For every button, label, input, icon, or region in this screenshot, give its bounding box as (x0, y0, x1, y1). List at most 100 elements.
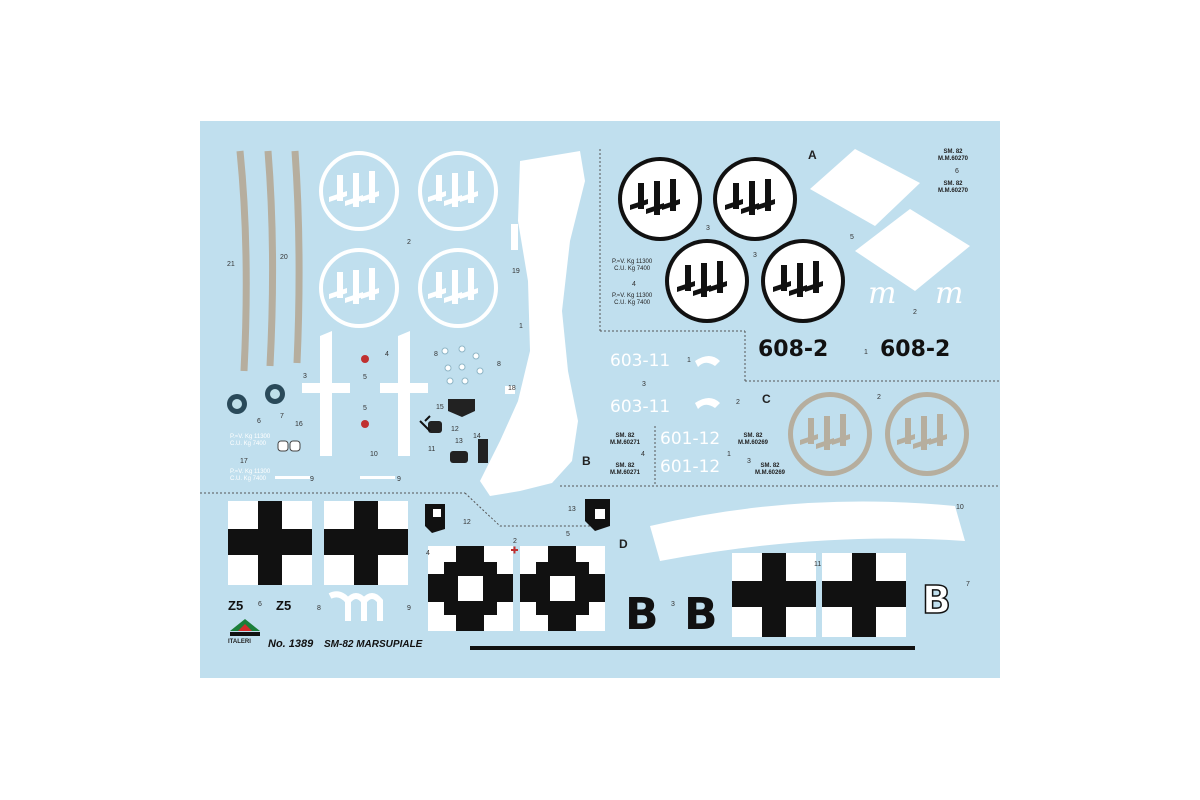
decal-number: 10 (370, 451, 378, 458)
decal-number: 9 (310, 476, 314, 483)
decal-number: 8 (497, 361, 501, 368)
decal-number: 5 (363, 374, 367, 381)
decal-number: 3 (303, 373, 307, 380)
decal-number: 3 (706, 225, 710, 232)
decal-number: 12 (463, 519, 471, 526)
decal-number: 6 (955, 168, 959, 175)
section-a: A (808, 148, 817, 162)
decal-number: 14 (473, 433, 481, 440)
decal-number: 7 (280, 413, 284, 420)
decal-number: 1 (727, 451, 731, 458)
decal-number: 18 (508, 385, 516, 392)
code-608-right: 608-2 (880, 337, 951, 362)
corner-decals (425, 499, 610, 533)
white-stripes (275, 476, 395, 479)
decal-number: 21 (227, 261, 235, 268)
decal-number: 1 (687, 357, 691, 364)
decal-number: 1 (864, 349, 868, 356)
white-wing-walk (480, 151, 585, 496)
decal-number: 9 (397, 476, 401, 483)
section-b: B (582, 454, 591, 468)
decal-number: 2 (513, 538, 517, 545)
white-diamonds (810, 149, 970, 291)
decal-number: 13 (568, 506, 576, 513)
white-roundels (319, 151, 498, 328)
decal-number: 20 (280, 254, 288, 261)
decal-number: 15 (436, 404, 444, 411)
stencil-weight-1: P.≈V. Kg 11300 C.U. Kg 7400 (612, 259, 653, 272)
stencil-weight-2: P.≈V. Kg 11300 C.U. Kg 7400 (612, 293, 653, 306)
code-601-top: 601-12 (660, 429, 721, 449)
white-fuselage-band (650, 501, 965, 561)
decal-number: 12 (451, 426, 459, 433)
decal-number: 1 (519, 323, 523, 330)
decal-number: 2 (913, 309, 917, 316)
brand-name: ITALERI (228, 639, 251, 645)
code-603-bottom: 603-11 (610, 397, 671, 417)
red-cross (511, 546, 518, 554)
code-601-bottom: 601-12 (660, 457, 721, 477)
product-number: No. 1389 (268, 638, 314, 650)
small-round-decals (227, 345, 488, 463)
code-603-top: 603-11 (610, 351, 671, 371)
decal-number: 16 (295, 421, 303, 428)
product-name: SM-82 MARSUPIALE (324, 639, 423, 650)
script-m-2: m (935, 276, 964, 311)
decal-number: 10 (956, 504, 964, 511)
white-crosses (302, 331, 428, 456)
code-z5-left: Z5 (228, 598, 244, 613)
section-c: C (762, 392, 771, 406)
code-z5-right: Z5 (276, 598, 292, 613)
black-roundels (618, 157, 845, 323)
decal-number: 7 (966, 581, 970, 588)
decal-number: 2 (736, 399, 740, 406)
decal-number: 4 (426, 550, 430, 557)
stencil-60269-b: SM. 82 M.M.60269 (755, 463, 786, 476)
white-m-logo (328, 591, 383, 621)
code-608-left: 608-2 (758, 337, 829, 362)
decal-number: 11 (428, 446, 436, 453)
section-d: D (619, 537, 628, 551)
decal-number: 13 (455, 438, 463, 445)
decal-number: 5 (850, 234, 854, 241)
decal-sheet: A B C D 608-2 608-2 603-11 603-11 601-12… (200, 121, 1000, 678)
decal-number: 5 (363, 405, 367, 412)
decal-number: 4 (641, 451, 645, 458)
stencil-60270-a: SM. 82 M.M.60270 (938, 149, 969, 162)
grey-stripes (236, 150, 303, 372)
decal-number: 2 (877, 394, 881, 401)
decal-number: 9 (407, 605, 411, 612)
decal-artwork (200, 149, 1000, 650)
decal-number: 2 (407, 239, 411, 246)
decal-number: 6 (257, 418, 261, 425)
script-m-1: m (868, 276, 897, 311)
italeri-logo (230, 619, 260, 636)
white-stencil-2: P.≈V. Kg 11300 C.U. Kg 7400 (230, 469, 271, 482)
stencil-60271-a: SM. 82 M.M.60271 (610, 433, 641, 446)
decal-number: 3 (753, 252, 757, 259)
stencil-60270-b: SM. 82 M.M.60270 (938, 181, 969, 194)
decal-number: 17 (240, 458, 248, 465)
decal-number: 8 (434, 351, 438, 358)
grey-roundels (788, 392, 969, 476)
decal-number: 3 (642, 381, 646, 388)
decal-number: 4 (632, 281, 636, 288)
stencil-60269-a: SM. 82 M.M.60269 (738, 433, 769, 446)
decal-number: 8 (317, 605, 321, 612)
stencil-60271-b: SM. 82 M.M.60271 (610, 463, 641, 476)
big-b-outline: B (921, 578, 951, 622)
white-stencil-1: P.≈V. Kg 11300 C.U. Kg 7400 (230, 434, 271, 447)
decal-number: 6 (258, 601, 262, 608)
decal-number: 3 (671, 601, 675, 608)
bird-emblems (695, 356, 720, 409)
big-b-1: B (625, 589, 659, 640)
balkenkreuz-wing (428, 546, 605, 631)
big-b-2: B (684, 589, 718, 640)
black-stripe (470, 646, 915, 650)
decal-number: 3 (747, 458, 751, 465)
balkenkreuz-top (228, 501, 408, 585)
decal-number: 4 (385, 351, 389, 358)
cut-lines (200, 149, 1000, 527)
decal-number: 5 (566, 531, 570, 538)
decal-number: 11 (814, 561, 822, 568)
